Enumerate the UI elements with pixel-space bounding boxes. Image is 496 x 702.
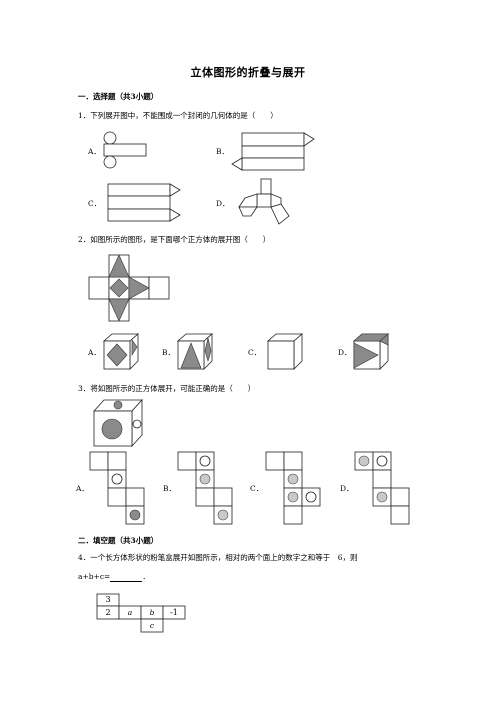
q3-option-b-label[interactable]: B．: [163, 484, 177, 493]
q4-face-a: a: [127, 608, 133, 617]
q4-face-right: -1: [170, 608, 178, 617]
q3-cube-figure: [93, 398, 143, 448]
q2-option-a-label[interactable]: A．: [88, 348, 101, 357]
q3-option-b-net: [177, 451, 233, 525]
q4-answer-blank[interactable]: [110, 573, 143, 582]
question-2-text: 2．如图所示的图形，是下面哪个正方体的展开图（ ）: [78, 235, 271, 244]
q2-net-figure: [88, 254, 170, 322]
q4-face-top: 3: [105, 595, 111, 604]
q1-option-b-figure: [231, 132, 315, 171]
q1-option-d-figure: [238, 178, 290, 225]
question-4-text-line2: a+b+c= ．: [78, 571, 150, 582]
q1-option-d-label[interactable]: D．: [216, 199, 230, 208]
q2-option-b-cube: [176, 333, 214, 370]
q1-option-a-label[interactable]: A．: [88, 147, 101, 156]
q1-option-b-label[interactable]: B．: [216, 147, 230, 156]
q4-net-figure: 3 2 a b -1 c: [94, 592, 190, 634]
q1-option-c-figure: [107, 183, 181, 222]
question-1-text: 1．下列展开图中，不能围成一个封闭的几何体的是（ ）: [78, 111, 278, 120]
q1-option-c-label[interactable]: C．: [88, 199, 102, 208]
q2-option-a-cube: [102, 333, 140, 370]
q4-face-left: 2: [105, 608, 111, 617]
question-3-text: 3．将如图所示的正方体展开，可能正确的是（ ）: [78, 384, 256, 393]
q3-option-d-label[interactable]: D．: [340, 484, 354, 493]
q4-face-b: b: [149, 608, 155, 617]
q4-end-mark: ．: [142, 572, 150, 581]
q2-option-c-label[interactable]: C．: [248, 348, 262, 357]
q3-option-a-label[interactable]: A．: [76, 484, 89, 493]
q4-expression: a+b+c=: [78, 572, 111, 581]
q3-option-c-net: [265, 451, 321, 525]
q2-option-d-cube: [352, 333, 390, 370]
q3-option-c-label[interactable]: C．: [250, 484, 264, 493]
q4-face-c: c: [149, 621, 155, 630]
q2-option-d-label[interactable]: D．: [338, 348, 352, 357]
page-title: 立体图形的折叠与展开: [190, 66, 306, 79]
section-choice-heading: 一．选择题（共3小题）: [78, 92, 159, 101]
q1-option-a-figure: [103, 131, 147, 169]
q4-net-lines: [96, 593, 186, 633]
q3-option-d-net: [354, 451, 410, 525]
section-fill-heading: 二．填空题（共3小题）: [78, 536, 159, 545]
q2-option-c-cube: [266, 333, 304, 370]
q3-option-a-net: [89, 451, 145, 525]
q2-option-b-label[interactable]: B．: [162, 348, 176, 357]
question-4-text: 4．一个长方体形状的粉笔盒展开如图所示，相对的两个面上的数字之和等于 6，则: [78, 553, 358, 562]
